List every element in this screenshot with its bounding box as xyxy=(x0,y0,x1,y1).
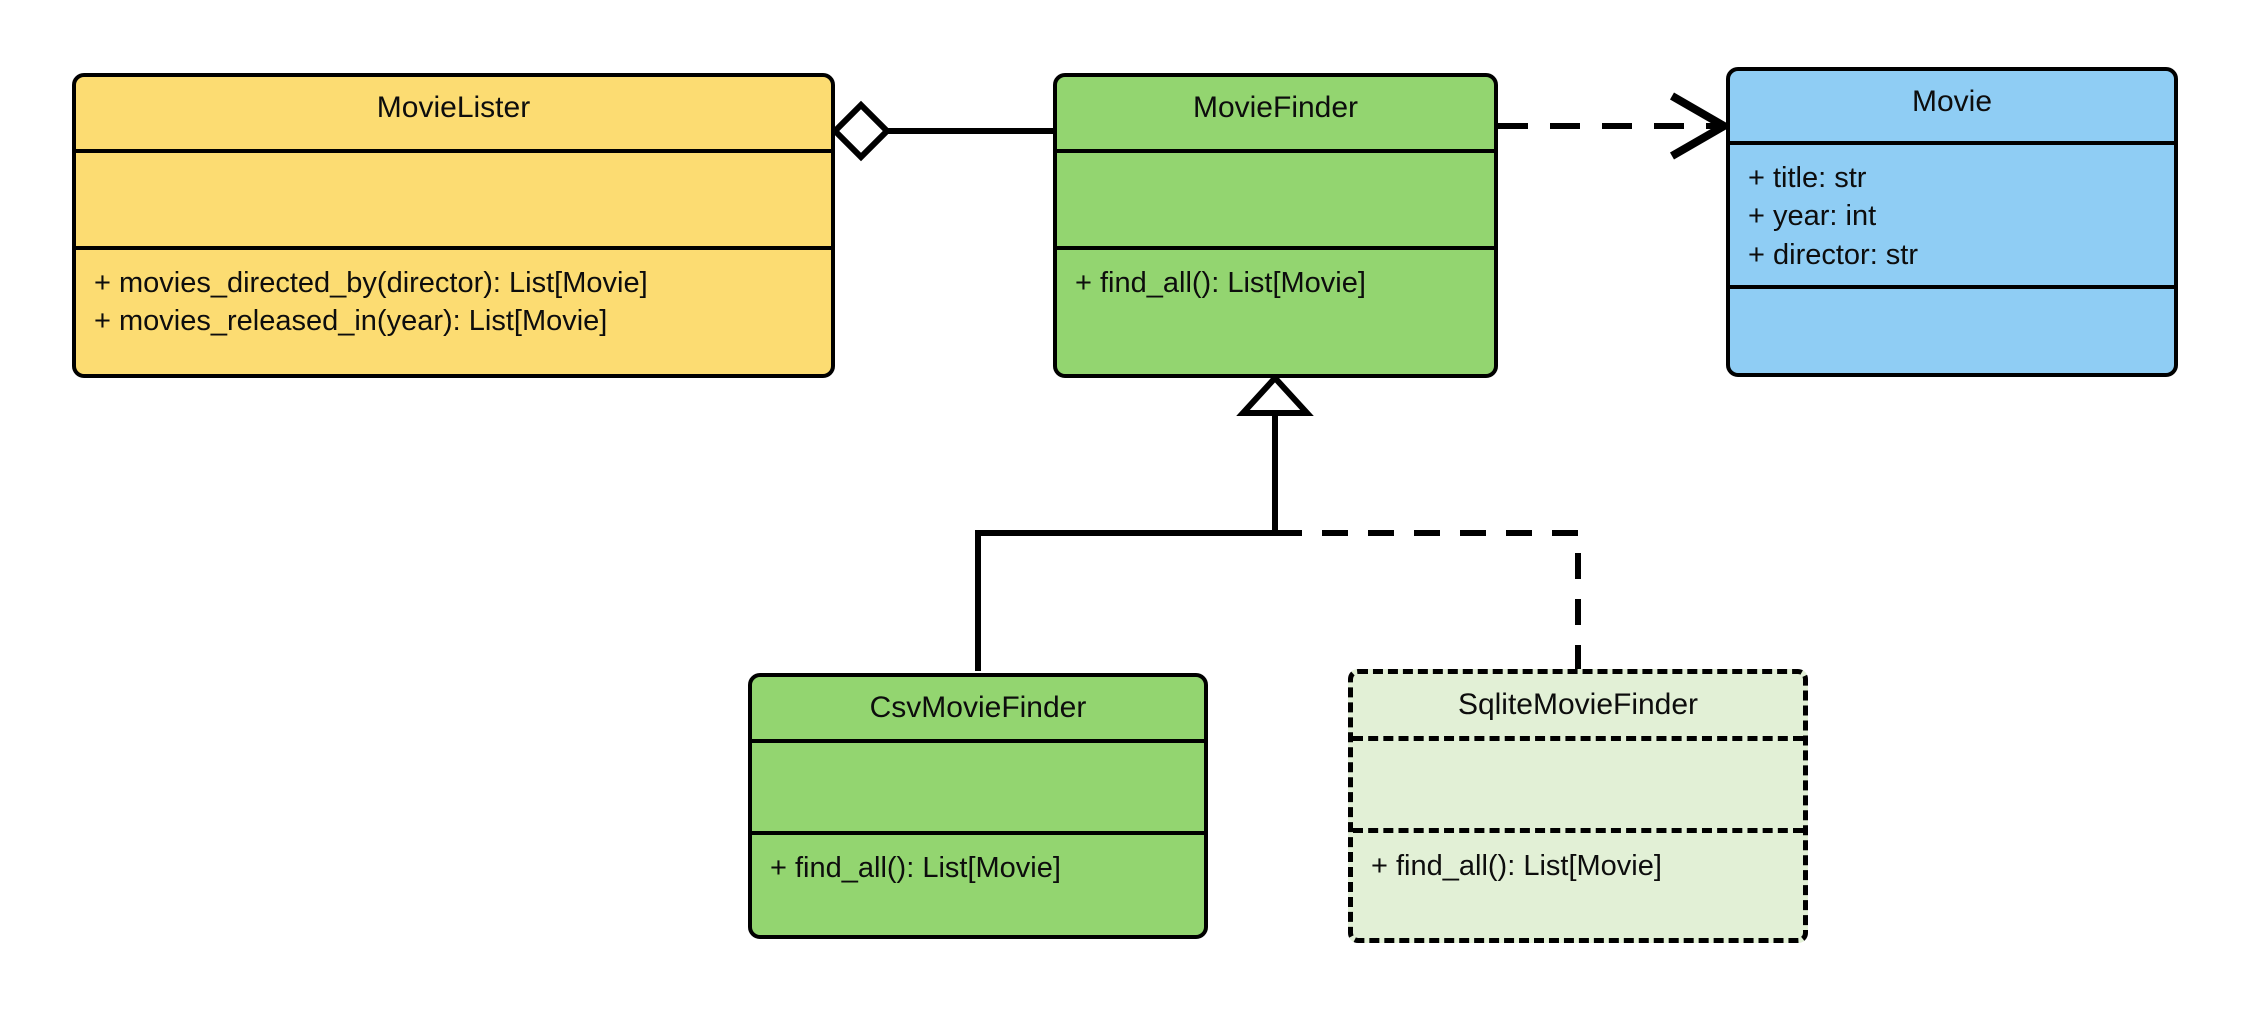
attributes-compartment-movie: + title: str + year: int + director: str xyxy=(1730,141,2174,285)
attributes-compartment-csv-movie-finder xyxy=(752,739,1204,831)
methods-compartment-csv-movie-finder: + find_all(): List[Movie] xyxy=(752,831,1204,935)
generalization-line xyxy=(975,413,1278,671)
relationship-aggregation-lister-finder xyxy=(830,100,1053,162)
attribute-item: + title: str xyxy=(1748,162,1867,194)
class-box-movie[interactable]: Movie + title: str + year: int + directo… xyxy=(1726,67,2178,377)
class-name-csv-movie-finder: CsvMovieFinder xyxy=(869,691,1087,724)
method-item: + movies_directed_by(director): List[Mov… xyxy=(94,267,648,299)
class-box-sqlite-movie-finder[interactable]: SqliteMovieFinder + find_all(): List[Mov… xyxy=(1348,669,1808,943)
method-item: + movies_released_in(year): List[Movie] xyxy=(94,305,608,338)
class-name-movie: Movie xyxy=(1911,85,1993,118)
relationship-generalization-csv-finder xyxy=(975,373,1314,671)
class-box-movie-lister[interactable]: MovieLister + movies_directed_by(directo… xyxy=(72,73,835,378)
class-name-sqlite-movie-finder: SqliteMovieFinder xyxy=(1457,688,1699,721)
method-item: + find_all(): List[Movie] xyxy=(1371,850,1662,882)
open-arrow-marker xyxy=(1670,92,1733,160)
attributes-compartment-movie-finder xyxy=(1057,149,1494,246)
realization-line xyxy=(1275,530,1581,671)
method-item: + find_all(): List[Movie] xyxy=(1075,267,1366,299)
attribute-item: + director: str xyxy=(1748,238,1919,271)
class-box-movie-finder[interactable]: MovieFinder + find_all(): List[Movie] xyxy=(1053,73,1498,378)
methods-compartment-movie-lister: + movies_directed_by(director): List[Mov… xyxy=(76,246,831,374)
methods-compartment-sqlite-movie-finder: + find_all(): List[Movie] xyxy=(1353,828,1803,938)
hollow-triangle-marker xyxy=(1236,373,1314,416)
open-diamond-marker xyxy=(830,100,892,162)
methods-compartment-movie-finder: + find_all(): List[Movie] xyxy=(1057,246,1494,374)
methods-compartment-movie xyxy=(1730,285,2174,373)
method-item: + find_all(): List[Movie] xyxy=(770,852,1061,884)
attribute-item: + year: int xyxy=(1748,200,1877,233)
class-name-movie-finder: MovieFinder xyxy=(1192,91,1359,124)
attributes-compartment-sqlite-movie-finder xyxy=(1353,736,1803,828)
class-name-movie-lister: MovieLister xyxy=(376,91,531,124)
attributes-compartment-movie-lister xyxy=(76,149,831,246)
relationship-dependency-finder-movie xyxy=(1498,92,1733,160)
class-box-csv-movie-finder[interactable]: CsvMovieFinder + find_all(): List[Movie] xyxy=(748,673,1208,939)
relationship-realization-sqlite-finder xyxy=(1275,530,1581,671)
